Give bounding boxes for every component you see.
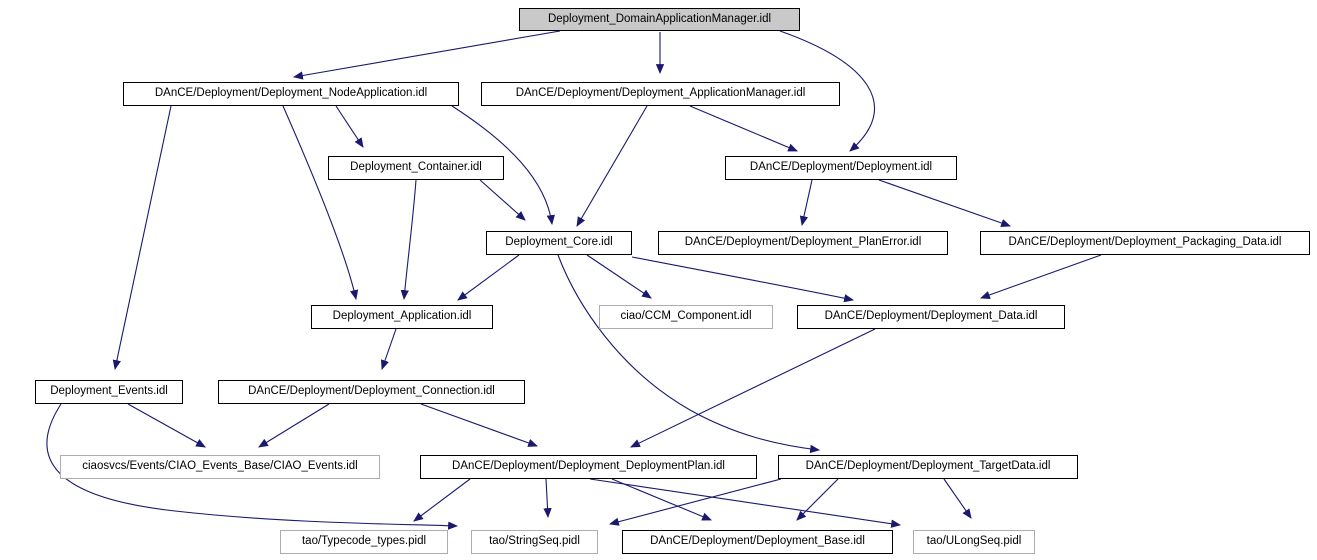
edge-node_application-to-events	[112, 105, 172, 371]
edge-domain_application_manager-to-node_application	[292, 30, 561, 80]
edge-deployment_plan-to-base	[611, 478, 712, 521]
graph-node-events[interactable]: Deployment_Events.idl	[35, 380, 183, 404]
edge-target_data-to-string_seq	[608, 478, 782, 526]
graph-node-core[interactable]: Deployment_Core.idl	[486, 231, 632, 255]
edge-application_manager-to-deployment	[689, 105, 798, 152]
edge-application-to-connection	[380, 328, 397, 370]
edge-packaging_data-to-data	[980, 254, 1102, 299]
edge-deployment_plan-to-typecode_types	[413, 478, 471, 522]
graph-node-node_application[interactable]: DAnCE/Deployment/Deployment_NodeApplicat…	[123, 82, 459, 106]
graph-node-ulong_seq[interactable]: tao/ULongSeq.pidl	[913, 530, 1035, 554]
edge-events-to-string_seq	[46, 403, 459, 530]
edge-deployment-to-packaging_data	[878, 179, 1011, 228]
graph-node-container[interactable]: Deployment_Container.idl	[328, 156, 504, 180]
edge-connection-to-deployment_plan	[420, 403, 538, 447]
edge-core-to-data	[631, 256, 855, 303]
graph-node-domain_application_manager[interactable]: Deployment_DomainApplicationManager.idl	[519, 8, 800, 31]
edge-container-to-application	[400, 179, 417, 301]
edge-deployment_plan-to-ulong_seq	[589, 478, 902, 528]
edge-events-to-ciao_events	[127, 403, 206, 448]
edge-node_application-to-core	[451, 105, 555, 226]
graph-node-deployment[interactable]: DAnCE/Deployment/Deployment.idl	[725, 156, 957, 180]
graph-node-packaging_data[interactable]: DAnCE/Deployment/Deployment_Packaging_Da…	[980, 231, 1310, 255]
graph-node-data[interactable]: DAnCE/Deployment/Deployment_Data.idl	[797, 305, 1065, 329]
edge-core-to-ccm_component	[586, 254, 652, 299]
graph-node-application[interactable]: Deployment_Application.idl	[311, 305, 493, 329]
edge-core-to-application	[457, 254, 520, 301]
edge-deployment-to-plan_error	[799, 179, 813, 227]
edge-application_manager-to-core	[576, 105, 648, 227]
graph-node-string_seq[interactable]: tao/StringSeq.pidl	[471, 530, 598, 554]
edge-node_application-to-container	[335, 105, 364, 148]
graph-node-ciao_events[interactable]: ciaosvcs/Events/CIAO_Events_Base/CIAO_Ev…	[60, 455, 380, 479]
graph-node-plan_error[interactable]: DAnCE/Deployment/Deployment_PlanError.id…	[658, 231, 948, 255]
dependency-edges	[46, 30, 1102, 530]
graph-node-deployment_plan[interactable]: DAnCE/Deployment/Deployment_DeploymentPl…	[420, 455, 757, 479]
edge-domain_application_manager-to-deployment	[779, 30, 876, 152]
edge-core-to-target_data	[557, 254, 821, 454]
edge-data-to-deployment_plan	[630, 328, 876, 448]
graph-node-typecode_types[interactable]: tao/Typecode_types.pidl	[280, 530, 448, 554]
edge-target_data-to-ulong_seq	[943, 478, 972, 519]
edge-target_data-to-base	[796, 478, 839, 521]
graph-node-application_manager[interactable]: DAnCE/Deployment/Deployment_ApplicationM…	[481, 82, 840, 106]
edge-container-to-core	[479, 179, 526, 221]
edge-node_application-to-application	[282, 105, 359, 301]
edge-deployment_plan-to-string_seq	[543, 478, 552, 519]
graph-node-connection[interactable]: DAnCE/Deployment/Deployment_Connection.i…	[218, 380, 525, 404]
edge-connection-to-ciao_events	[258, 403, 330, 448]
graph-node-target_data[interactable]: DAnCE/Deployment/Deployment_TargetData.i…	[778, 455, 1078, 479]
graph-node-ccm_component[interactable]: ciao/CCM_Component.idl	[599, 305, 773, 329]
graph-node-base[interactable]: DAnCE/Deployment/Deployment_Base.idl	[622, 530, 893, 554]
